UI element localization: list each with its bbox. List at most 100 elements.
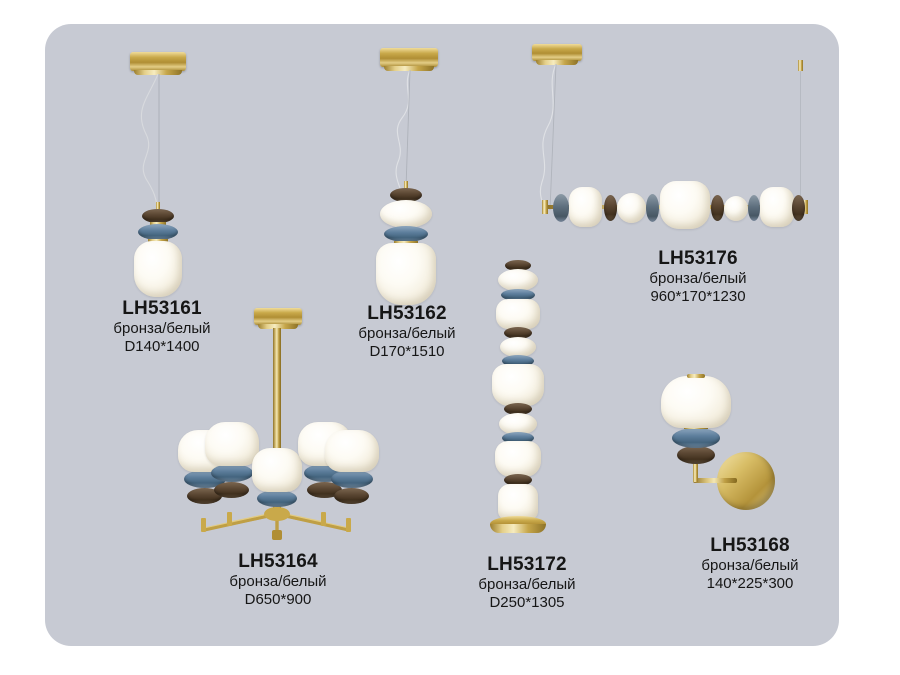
bronze-disc-icon <box>677 446 715 464</box>
glass-bead-large-icon <box>660 181 710 229</box>
bronze-disc-icon <box>307 482 342 498</box>
blue-disc-icon <box>211 464 253 482</box>
shade-collar-icon <box>148 239 168 242</box>
glass-bead-icon <box>760 187 794 227</box>
glass-bead-icon <box>500 337 536 357</box>
product-figure-lh53172 <box>482 258 572 543</box>
blue-disc-icon <box>501 289 535 301</box>
glass-shade-icon <box>252 448 302 492</box>
product-label-lh53164: LH53164 бронза/белый D650*900 <box>178 551 378 609</box>
glass-shade-icon <box>376 243 436 305</box>
product-dimensions: D250*1305 <box>489 594 565 612</box>
glass-bead-icon <box>569 187 602 227</box>
right-suspension-cable-icon <box>800 71 801 199</box>
blue-disc-icon <box>672 428 720 448</box>
blue-disc-icon <box>384 226 428 242</box>
product-figure-lh53168 <box>655 372 785 522</box>
product-panel <box>45 24 839 646</box>
sconce-arm-icon <box>693 478 737 483</box>
lamp-stem-icon <box>156 202 160 211</box>
chandelier-arms-icon <box>201 507 351 540</box>
suspension-cable-icon <box>395 70 411 188</box>
product-dimensions: D140*1400 <box>124 338 200 356</box>
ceiling-canopy-icon <box>254 308 302 325</box>
bronze-disc-icon <box>504 474 532 486</box>
product-label-lh53176: LH53176 бронза/белый 960*170*1230 <box>598 248 798 306</box>
product-code: LH53172 <box>487 554 567 575</box>
glass-bead-icon <box>380 200 432 228</box>
bronze-disc-icon <box>214 482 249 498</box>
canopy-base-icon <box>258 324 298 329</box>
bronze-disc-icon <box>142 209 174 223</box>
product-dimensions: D170*1510 <box>369 343 445 361</box>
ceiling-canopy-icon <box>380 48 438 67</box>
product-label-lh53168: LH53168 бронза/белый 140*225*300 <box>650 535 850 593</box>
center-rod-icon <box>273 328 281 518</box>
blue-disc-icon <box>331 470 373 488</box>
product-code: LH53162 <box>367 303 447 324</box>
product-finish: бронза/белый <box>649 270 747 288</box>
slate-disc-icon <box>646 194 659 222</box>
canopy-base-icon <box>384 66 434 71</box>
glass-shade-icon <box>205 422 259 466</box>
bronze-disc-icon <box>792 195 805 221</box>
bronze-disc-icon <box>711 195 724 221</box>
suspension-cable-icon <box>140 74 160 206</box>
product-finish: бронза/белый <box>478 576 576 594</box>
canopy-base-icon <box>536 60 578 65</box>
product-figure-lh53161 <box>112 52 212 297</box>
left-end-cap-icon <box>542 200 548 214</box>
bronze-disc-icon <box>390 188 422 202</box>
arm-riser-icon <box>693 460 698 482</box>
lamp-stem-icon <box>404 181 408 190</box>
bronze-disc-icon <box>187 488 222 504</box>
left-suspension-cable-icon <box>539 64 557 210</box>
right-suspension-cap-icon <box>798 60 803 71</box>
product-code: LH53168 <box>710 535 790 556</box>
glass-bead-large-icon <box>492 364 544 406</box>
glass-shade-icon <box>325 430 379 472</box>
floor-base-rim-icon <box>490 524 546 533</box>
bronze-disc-icon <box>504 403 532 415</box>
shade-collar-icon <box>394 241 418 244</box>
glass-bead-icon <box>498 269 538 291</box>
ceiling-canopy-icon <box>532 44 582 61</box>
product-code: LH53164 <box>238 551 318 572</box>
product-finish: бронза/белый <box>358 325 456 343</box>
ring-icon <box>150 222 166 225</box>
glass-bead-icon <box>498 484 538 520</box>
product-dimensions: 960*170*1230 <box>650 288 746 306</box>
canopy-base-icon <box>134 70 182 75</box>
blue-disc-icon <box>257 490 297 507</box>
bronze-disc-icon <box>334 488 369 504</box>
blue-disc-icon <box>138 224 178 240</box>
product-label-lh53172: LH53172 бронза/белый D250*1305 <box>427 554 627 612</box>
product-code: LH53161 <box>122 298 202 319</box>
shade-top-cap-icon <box>687 374 705 378</box>
glass-bead-icon <box>617 193 646 223</box>
slate-disc-icon <box>553 194 569 222</box>
product-dimensions: D650*900 <box>244 591 312 609</box>
product-finish: бронза/белый <box>229 573 327 591</box>
glass-bead-icon <box>495 441 541 477</box>
glass-bead-icon <box>496 299 540 329</box>
product-figure-lh53176 <box>520 44 820 244</box>
glass-shade-icon <box>134 241 182 297</box>
right-end-cap-icon <box>802 200 808 214</box>
product-finish: бронза/белый <box>701 557 799 575</box>
bronze-disc-icon <box>505 260 531 271</box>
bronze-disc-icon <box>504 327 532 339</box>
product-dimensions: 140*225*300 <box>706 575 794 593</box>
product-figure-lh53164 <box>168 302 388 542</box>
bronze-disc-icon <box>604 195 617 221</box>
glass-bead-icon <box>499 413 537 435</box>
product-finish: бронза/белый <box>113 320 211 338</box>
product-label-lh53162: LH53162 бронза/белый D170*1510 <box>307 303 507 361</box>
ceiling-canopy-icon <box>130 52 186 71</box>
product-code: LH53176 <box>658 248 738 269</box>
product-figure-lh53162 <box>362 48 472 305</box>
glass-bead-icon <box>724 196 748 221</box>
slate-disc-icon <box>748 195 760 221</box>
product-label-lh53161: LH53161 бронза/белый D140*1400 <box>62 298 262 356</box>
